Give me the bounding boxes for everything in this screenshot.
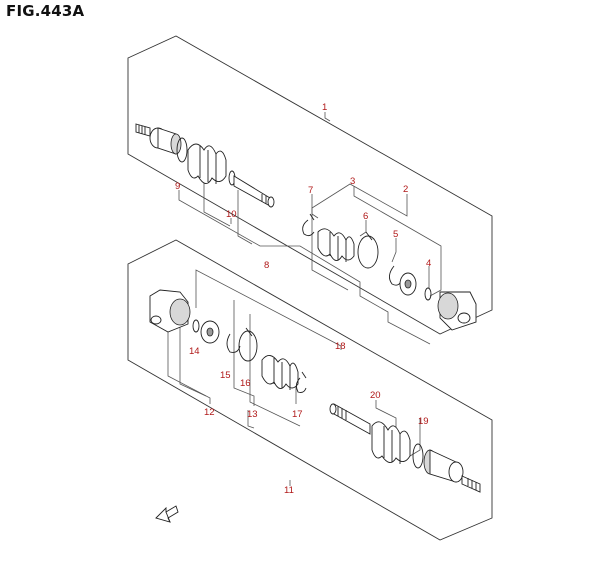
callout-5: 5 [393, 229, 398, 240]
lower-axle-shaft [329, 403, 371, 435]
leader-lines-lower [167, 269, 421, 486]
upper-assembly-frame [127, 35, 493, 335]
lower-boot-clamp-19 [412, 443, 424, 469]
callout-15: 15 [220, 370, 231, 381]
upper-inner-shaft-stub [135, 123, 151, 137]
front-direction-arrow-icon [155, 505, 179, 523]
lower-inner-boot [261, 355, 299, 390]
callout-9: 9 [175, 181, 180, 192]
callout-3: 3 [350, 176, 355, 187]
lower-boot-clamp-17 [295, 371, 307, 393]
callout-16: 16 [240, 378, 251, 389]
lower-tripod-joint [200, 320, 220, 344]
lower-assembly-frame [127, 239, 493, 541]
lower-outer-joint-housing [423, 449, 464, 483]
callout-6: 6 [363, 211, 368, 222]
callout-11: 11 [284, 485, 294, 496]
callout-12: 12 [204, 407, 215, 418]
callout-20: 20 [370, 390, 381, 401]
leader-lines-upper [178, 112, 442, 345]
lower-inner-joint-housing [149, 289, 191, 333]
upper-outer-boot [187, 143, 227, 184]
upper-tripod-joint-4 [399, 272, 417, 296]
upper-boot-clamp-9 [176, 137, 188, 163]
callout-13: 13 [247, 409, 258, 420]
lower-outer-boot [371, 421, 411, 464]
callout-18: 18 [335, 341, 346, 352]
callout-8: 8 [264, 260, 269, 271]
lower-snap-ring-14 [192, 319, 200, 333]
upper-snap-ring-small [424, 287, 432, 301]
callout-4: 4 [426, 258, 431, 269]
lower-circlip-15 [226, 333, 241, 353]
callout-2: 2 [403, 184, 408, 195]
upper-inner-joint-housing [437, 291, 477, 331]
upper-boot-clamp-large [357, 231, 379, 269]
upper-axle-shaft [233, 175, 275, 208]
callout-19: 19 [418, 416, 429, 427]
callout-10: 10 [226, 209, 237, 220]
lower-boot-clamp-16 [238, 327, 258, 362]
callout-17: 17 [292, 409, 303, 420]
callout-1: 1 [322, 102, 327, 113]
callout-14: 14 [189, 346, 200, 357]
upper-snap-ring-7 [302, 213, 315, 237]
figure-title: FIG.443A [6, 2, 85, 20]
callout-numbers: 1 2 3 4 5 6 7 8 9 10 11 12 13 14 15 16 1… [175, 102, 431, 496]
upper-outer-joint-housing [149, 127, 182, 155]
callout-7: 7 [308, 185, 313, 196]
upper-inner-boot-6 [317, 228, 355, 262]
lower-outer-shaft-stub [461, 475, 481, 493]
